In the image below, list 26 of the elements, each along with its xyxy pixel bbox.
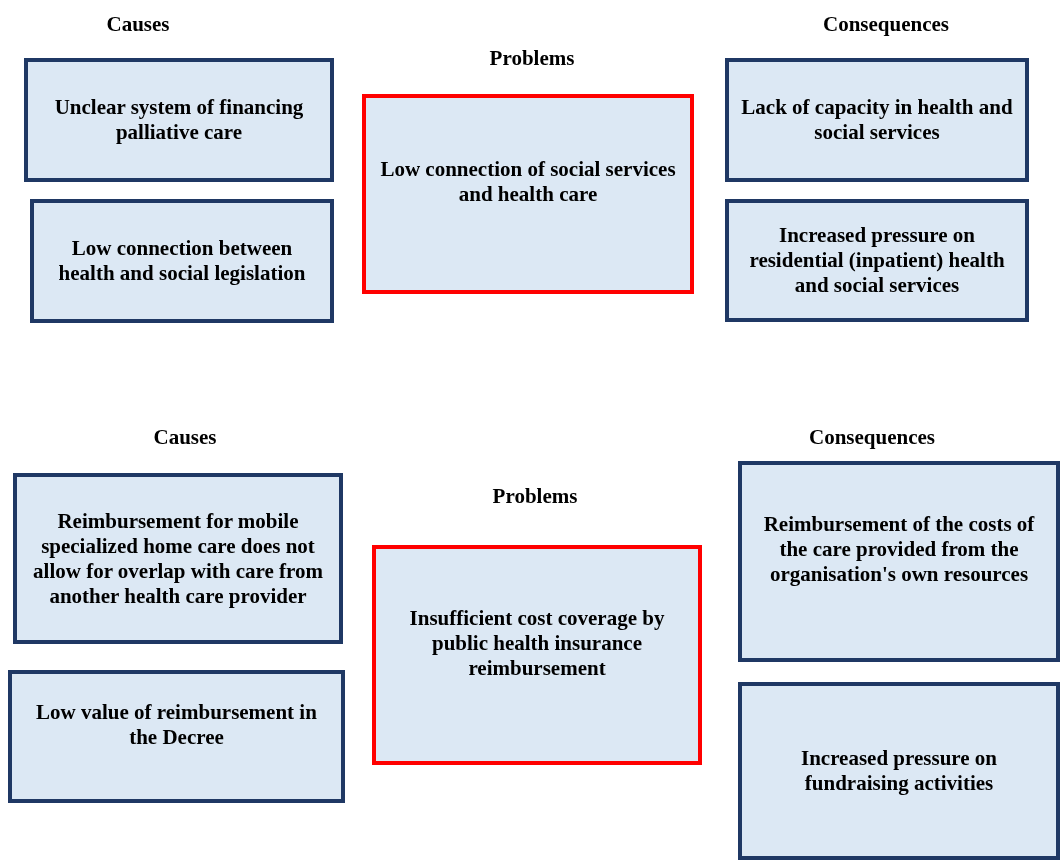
box-text: Reimbursement for mobile specialized home care does not allow for overlap with care from another health care provider — [32, 508, 324, 609]
problem-box — [372, 545, 702, 765]
cause-consequence-box — [13, 473, 343, 644]
box-text: Low value of reimbursement in the Decree — [35, 699, 318, 750]
cause-consequence-box — [725, 199, 1029, 322]
box-text: Unclear system of financing palliative care — [53, 95, 305, 145]
column-heading: Causes — [106, 10, 170, 38]
cause-consequence-box — [725, 58, 1029, 182]
box-text: Low connection of social services and health care — [379, 157, 677, 207]
box-text: Insufficient cost coverage by public health insurance reimbursement — [408, 605, 666, 681]
box-text: Lack of capacity in health and social services — [740, 95, 1014, 145]
cause-consequence-box — [738, 682, 1060, 860]
box-text: Low connection between health and social legislation — [57, 236, 307, 286]
box-text: Reimbursement of the costs of the care provided from the organisation's own resources — [762, 512, 1036, 587]
cause-consequence-box — [8, 670, 345, 803]
cause-consequence-box — [24, 58, 334, 182]
column-heading: Problems — [489, 44, 575, 72]
column-heading: Consequences — [809, 423, 935, 451]
column-heading: Problems — [492, 482, 578, 510]
column-heading: Causes — [153, 423, 217, 451]
cause-consequence-box — [30, 199, 334, 323]
box-text: Increased pressure on residential (inpatient) health and social services — [748, 223, 1006, 298]
box-text: Increased pressure on fundraising activities — [800, 746, 998, 796]
problem-box — [362, 94, 694, 294]
cause-consequence-box — [738, 461, 1060, 662]
column-heading: Consequences — [823, 10, 949, 38]
